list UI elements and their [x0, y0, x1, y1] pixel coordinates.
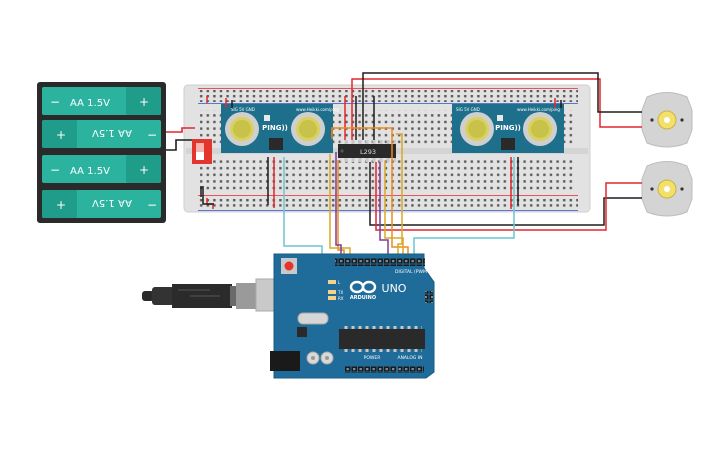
- led-label-rx: RX: [338, 296, 344, 301]
- digital-label: DIGITAL (PWM ~): [395, 269, 434, 275]
- ultrasonic-sensor-left: SIG 5V GND www.Heikki.com/ping PING)): [221, 104, 339, 153]
- sensor-pin-text: SIG 5V GND: [231, 107, 255, 112]
- battery-plus-label: +: [56, 198, 66, 212]
- power-header: [345, 366, 397, 373]
- dc-motor-bottom: [641, 161, 693, 217]
- battery-minus-label: −: [147, 198, 157, 212]
- atmega-chip: [339, 329, 425, 349]
- analog-header: [398, 366, 424, 373]
- chip-label: L293: [360, 148, 376, 156]
- battery-plus-label: +: [139, 163, 149, 177]
- battery-cell-label: AA 1.5V: [70, 98, 110, 109]
- digital-header: [335, 258, 425, 266]
- arduino-logo: [349, 280, 377, 294]
- led-label-tx: TX: [337, 290, 343, 295]
- battery-cell-label: AA 1.5V: [70, 166, 110, 177]
- slide-switch[interactable]: [192, 139, 212, 164]
- power-jack: [270, 351, 300, 371]
- arduino-logo-text: ARDUINO: [350, 295, 376, 301]
- arduino-model: UNO: [382, 282, 407, 295]
- battery-plus-label: +: [139, 95, 149, 109]
- bottom-power-rail: [198, 197, 578, 209]
- sensor-pin-text: SIG 5V GND: [456, 107, 480, 112]
- wires: [200, 72, 642, 268]
- battery-plus-label: +: [56, 128, 66, 142]
- battery-cell-label: AA 1.5V: [92, 197, 132, 208]
- top-power-rail: [198, 90, 578, 102]
- battery-minus-label: −: [50, 95, 60, 109]
- l293-driver-chip: L293: [338, 140, 396, 162]
- analog-label: ANALOG IN: [397, 355, 422, 361]
- usb-cable: [142, 278, 285, 312]
- sensor-model-text: PING)): [262, 124, 288, 132]
- arduino-uno-board: DIGITAL (PWM ~) L TX RX ARDUINO UNO P: [270, 253, 435, 379]
- battery-cell: − AA 1.5V +: [42, 87, 161, 115]
- battery-cell: + AA 1.5V −: [42, 190, 161, 218]
- ultrasonic-sensor-right: SIG 5V GND www.Heikki.com/ping PING)): [452, 104, 564, 153]
- reset-button-cap[interactable]: [284, 261, 294, 271]
- icsp-header: [425, 291, 433, 303]
- battery-pack: − AA 1.5V + + AA 1.5V − − AA 1.5V + + AA…: [37, 82, 166, 223]
- battery-cell: + AA 1.5V −: [42, 120, 161, 148]
- terminal-strip-bottom: [200, 157, 576, 193]
- sensor-site-text: www.Heikki.com/ping: [517, 107, 560, 112]
- battery-minus-label: −: [50, 163, 60, 177]
- led-label-l: L: [338, 280, 341, 285]
- sensor-model-text: PING)): [495, 124, 521, 132]
- power-label: POWER: [364, 355, 381, 361]
- battery-cell: − AA 1.5V +: [42, 155, 161, 183]
- dc-motor-top: [641, 92, 693, 148]
- battery-cell-label: AA 1.5V: [92, 127, 132, 138]
- battery-leads: [166, 127, 200, 151]
- battery-minus-label: −: [147, 128, 157, 142]
- sensor-site-text: www.Heikki.com/ping: [296, 107, 339, 112]
